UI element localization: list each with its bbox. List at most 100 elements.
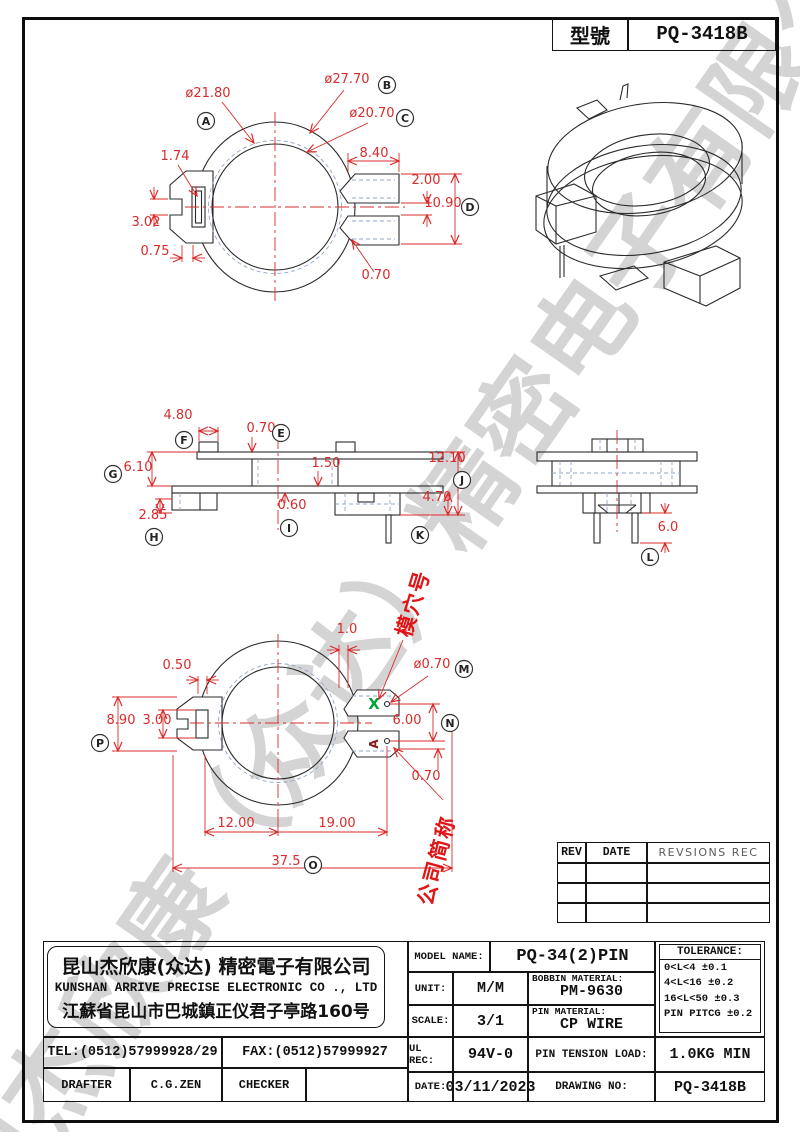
fax-cell: FAX:(0512)57999927 bbox=[222, 1037, 408, 1068]
bottom-view: X A bbox=[112, 634, 454, 873]
balloon-D bbox=[460, 197, 480, 217]
dimension-label: 0.70 bbox=[362, 268, 391, 283]
balloon-F bbox=[174, 430, 194, 450]
balloon-K bbox=[410, 525, 430, 545]
isometric-view bbox=[535, 83, 743, 307]
drawing-no-label: DRAWING NO: bbox=[528, 1072, 655, 1102]
balloon-label: H bbox=[149, 531, 158, 544]
balloon-G bbox=[103, 464, 123, 484]
balloon-I bbox=[279, 518, 299, 538]
rev-empty-cell bbox=[557, 883, 586, 903]
dimension-label: 1.0 bbox=[337, 622, 358, 637]
balloon-A bbox=[196, 111, 216, 131]
checker-value-empty bbox=[306, 1068, 408, 1102]
rev-empty-cell bbox=[586, 903, 647, 923]
bobbin-material-value: PM-9630 bbox=[559, 983, 623, 1000]
balloon-E bbox=[271, 423, 291, 443]
dimension-label: 1.74 bbox=[161, 149, 190, 164]
unit-label: UNIT: bbox=[408, 972, 453, 1005]
tolerance-title: TOLERANCE: bbox=[660, 945, 760, 960]
cavity-x-mark: X bbox=[368, 695, 380, 713]
balloon-label: C bbox=[401, 112, 409, 125]
pin-material-value: CP WIRE bbox=[559, 1016, 623, 1033]
balloon-M bbox=[454, 659, 474, 679]
company-section bbox=[43, 941, 408, 1037]
balloon-O bbox=[303, 855, 323, 875]
company-a-mark: A bbox=[367, 739, 381, 749]
tolerance-box: TOLERANCE: 0<L<4 ±0.1 4<L<16 ±0.2 16<L<5… bbox=[659, 944, 761, 1033]
side-section-view bbox=[147, 426, 465, 544]
balloon-label: A bbox=[202, 115, 211, 128]
model-title-block: 型號 PQ-3418B bbox=[552, 17, 776, 51]
rev-empty-cell bbox=[586, 883, 647, 903]
dimension-label: 2.00 bbox=[412, 173, 441, 188]
balloon-label: G bbox=[108, 468, 117, 481]
drafter-value: C.G.ZEN bbox=[130, 1068, 222, 1102]
company-name-en: KUNSHAN ARRIVE PRECISE ELECTRONIC CO ., … bbox=[54, 981, 378, 995]
dimension-label: ø0.70 bbox=[414, 657, 451, 672]
dimension-label: 0.70 bbox=[247, 421, 276, 436]
dimension-label: 2.85 bbox=[139, 508, 168, 523]
dimension-label: 0.75 bbox=[141, 244, 170, 259]
balloon-H bbox=[144, 527, 164, 547]
rev-column-header: REV bbox=[557, 842, 586, 863]
dimension-label: 12.00 bbox=[217, 816, 254, 831]
dimension-label: 19.00 bbox=[318, 816, 355, 831]
unit-value: M/M bbox=[453, 972, 528, 1005]
balloon-N bbox=[440, 713, 460, 733]
company-name-cn: 昆山杰欣康(众达) 精密電子有限公司 bbox=[61, 956, 371, 978]
revisions-column-header: REVSIONS REC bbox=[647, 842, 770, 863]
rev-empty-cell bbox=[647, 863, 770, 883]
rev-empty-cell bbox=[647, 883, 770, 903]
balloon-label: F bbox=[180, 434, 188, 447]
balloon-label: E bbox=[277, 427, 285, 440]
balloon-label: B bbox=[383, 79, 391, 92]
balloon-L bbox=[640, 547, 660, 567]
balloon-label: N bbox=[445, 717, 454, 730]
dimension-label: 3.00 bbox=[143, 713, 172, 728]
dimension-label: 1.50 bbox=[312, 456, 341, 471]
balloon-B bbox=[377, 75, 397, 95]
bobbin-material-cell: BOBBIN MATERIAL: PM-9630 bbox=[528, 972, 655, 1005]
date-label: DATE: bbox=[408, 1072, 453, 1102]
dimension-label: 0.60 bbox=[278, 498, 307, 513]
balloon-C bbox=[395, 108, 415, 128]
balloon-label: M bbox=[459, 663, 470, 676]
tolerance-row: 4<L<16 ±0.2 bbox=[664, 977, 734, 989]
balloon-label: O bbox=[308, 859, 317, 872]
bobbin-material-label: BOBBIN MATERIAL: bbox=[532, 973, 624, 984]
date-column-header: DATE bbox=[586, 842, 647, 863]
ul-rec-label: UL REC: bbox=[408, 1037, 453, 1072]
balloon-label: J bbox=[459, 474, 464, 487]
pin-tension-value: 1.0KG MIN bbox=[655, 1037, 765, 1072]
dimension-label: 4.80 bbox=[164, 408, 193, 423]
rev-empty-cell bbox=[586, 863, 647, 883]
balloon-J bbox=[452, 470, 472, 490]
balloon-label: I bbox=[287, 522, 291, 535]
model-label: 型號 bbox=[552, 17, 628, 51]
balloon-label: K bbox=[416, 529, 425, 542]
tel-cell: TEL:(0512)57999928/29 bbox=[43, 1037, 222, 1068]
tolerance-row: 0<L<4 ±0.1 bbox=[664, 961, 728, 974]
dimension-label: 8.90 bbox=[107, 713, 136, 728]
tolerance-cell: TOLERANCE: 0<L<4 ±0.1 4<L<16 ±0.2 16<L<5… bbox=[655, 941, 765, 1037]
model-number: PQ-3418B bbox=[628, 17, 776, 51]
balloon-label: P bbox=[96, 737, 104, 750]
balloon-P bbox=[90, 733, 110, 753]
company-box: 昆山杰欣康(众达) 精密電子有限公司 KUNSHAN ARRIVE PRECIS… bbox=[47, 946, 385, 1028]
top-view bbox=[149, 89, 462, 302]
rev-empty-cell bbox=[557, 863, 586, 883]
dimension-label: 3.02 bbox=[132, 215, 161, 230]
scale-label: SCALE: bbox=[408, 1005, 453, 1037]
drawing-no-value: PQ-3418B bbox=[655, 1072, 765, 1102]
sheet-border-frame bbox=[22, 17, 779, 1123]
pin-tension-label: PIN TENSION LOAD: bbox=[528, 1037, 655, 1072]
tolerance-row: 16<L<50 ±0.3 bbox=[664, 992, 740, 1005]
title-info-table: 昆山杰欣康(众达) 精密電子有限公司 KUNSHAN ARRIVE PRECIS… bbox=[43, 941, 765, 1102]
checker-label: CHECKER bbox=[222, 1068, 306, 1102]
dimension-label: 6.10 bbox=[124, 460, 153, 475]
dimension-label: 10.90 bbox=[424, 196, 461, 211]
dimension-label: ø20.70 bbox=[349, 106, 394, 121]
